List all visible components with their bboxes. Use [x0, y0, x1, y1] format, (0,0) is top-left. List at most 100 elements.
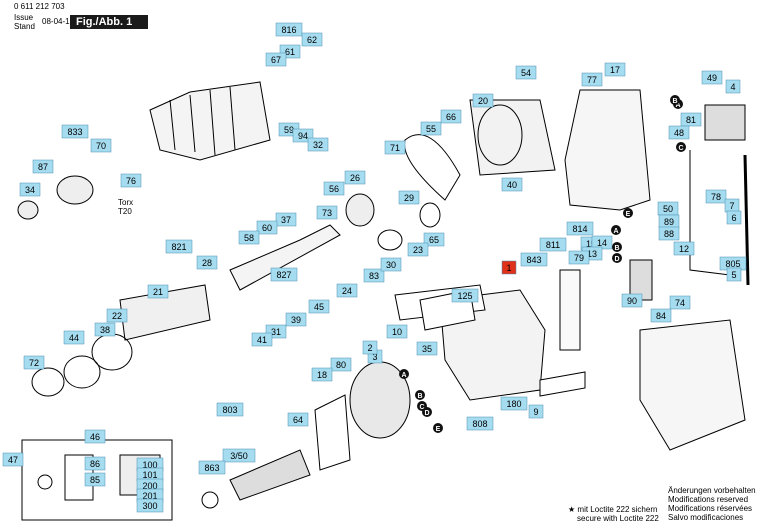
svg-text:863: 863: [204, 463, 219, 473]
svg-text:85: 85: [90, 475, 100, 485]
svg-text:50: 50: [663, 204, 673, 214]
marker-c-1: [676, 142, 686, 152]
svg-text:805: 805: [725, 259, 740, 269]
svg-text:14: 14: [597, 238, 607, 248]
part-label-12: 12: [673, 241, 695, 256]
svg-text:100: 100: [142, 460, 157, 470]
part-label-71: 71: [384, 140, 406, 155]
svg-text:5: 5: [731, 270, 736, 280]
part-label-62: 62: [301, 32, 323, 47]
part-label-300: 300: [136, 498, 164, 513]
part-label-47: 47: [2, 452, 24, 467]
part-number: 0 611 212 703: [14, 2, 65, 11]
part-label-18: 18: [311, 367, 333, 382]
svg-text:67: 67: [271, 55, 281, 65]
svg-text:79: 79: [574, 253, 584, 263]
part-label-85: 85: [84, 472, 106, 487]
part-label-2: 2: [362, 340, 378, 355]
part-label-816: 816: [275, 22, 303, 37]
part-label-60: 60: [256, 220, 278, 235]
stand-label: Stand: [14, 22, 35, 31]
svg-text:74: 74: [675, 298, 685, 308]
torx-size: T20: [118, 207, 132, 216]
loctite-note-de: ★ mit Loctite 222 sichern: [568, 505, 658, 514]
svg-text:62: 62: [307, 35, 317, 45]
armature-shape: [229, 449, 311, 501]
part-label-46: 46: [84, 429, 106, 444]
svg-text:18: 18: [317, 370, 327, 380]
svg-text:13: 13: [587, 249, 597, 259]
svg-text:816: 816: [281, 25, 296, 35]
part-label-86: 86: [84, 456, 106, 471]
issue-label: Issue: [14, 13, 34, 22]
tool-holder-shape: [56, 175, 94, 205]
marker-e-1: [623, 208, 633, 218]
svg-text:41: 41: [257, 335, 267, 345]
svg-text:827: 827: [276, 270, 291, 280]
svg-text:843: 843: [526, 255, 541, 265]
part-label-808: 808: [466, 416, 494, 431]
svg-text:58: 58: [244, 233, 254, 243]
part-label-84: 84: [650, 308, 672, 323]
part-label-44: 44: [63, 330, 85, 345]
svg-text:56: 56: [329, 184, 339, 194]
marker-c-text-1: C: [678, 145, 683, 152]
part-label-58: 58: [238, 230, 260, 245]
marker-a-text-2: A: [675, 102, 680, 109]
spindle-shape: [119, 284, 211, 341]
part-label-17: 17: [604, 62, 626, 77]
svg-text:7: 7: [729, 201, 734, 211]
marker-a-text-0: A: [401, 372, 406, 379]
svg-text:81: 81: [686, 115, 696, 125]
part-label-65: 65: [423, 232, 445, 247]
part-label-35: 35: [416, 341, 438, 356]
part-label-41: 41: [251, 332, 273, 347]
reserved-line-1: Änderungen vorbehalten: [668, 486, 756, 495]
marker-d-0: [422, 407, 432, 417]
svg-text:77: 77: [587, 75, 597, 85]
marker-d-text-0: D: [424, 410, 429, 417]
part-label-101: 101: [136, 467, 164, 482]
svg-text:24: 24: [342, 286, 352, 296]
part-label-78: 78: [705, 189, 727, 204]
svg-text:2: 2: [367, 343, 372, 353]
part-label-803: 803: [216, 402, 244, 417]
part-label-4: 4: [725, 79, 741, 94]
part-label-32: 32: [307, 137, 329, 152]
svg-text:64: 64: [293, 415, 303, 425]
part-label-29: 29: [398, 190, 420, 205]
part-label-24: 24: [336, 283, 358, 298]
svg-text:35: 35: [422, 344, 432, 354]
part-label-81: 81: [680, 112, 702, 127]
part-label-22: 22: [106, 308, 128, 323]
part-label-83: 83: [363, 268, 385, 283]
part-label-10: 10: [386, 324, 408, 339]
part-label-9: 9: [528, 404, 544, 419]
svg-text:45: 45: [314, 302, 324, 312]
part-label-863: 863: [198, 460, 226, 475]
svg-text:39: 39: [291, 315, 301, 325]
svg-text:40: 40: [507, 180, 517, 190]
part-label-88: 88: [658, 226, 680, 241]
part-label-54: 54: [515, 65, 537, 80]
svg-text:3: 3: [372, 352, 377, 362]
intermediate-flange-shape: [469, 99, 556, 176]
loctite-de-text: mit Loctite 222 sichern: [577, 505, 658, 514]
part-label-26: 26: [344, 170, 366, 185]
svg-text:86: 86: [90, 459, 100, 469]
svg-text:6: 6: [731, 213, 736, 223]
part-label-20: 20: [472, 93, 494, 108]
svg-text:89: 89: [664, 217, 674, 227]
part-label-814: 814: [566, 221, 594, 236]
marker-b-text-2: B: [614, 245, 619, 252]
svg-text:4: 4: [730, 82, 735, 92]
marker-e-text-1: E: [626, 211, 631, 218]
svg-text:17: 17: [610, 65, 620, 75]
marker-b-2: [612, 242, 622, 252]
svg-text:32: 32: [313, 140, 323, 150]
part-label-74: 74: [669, 295, 691, 310]
marker-d-text-1: D: [614, 256, 619, 263]
svg-text:28: 28: [202, 258, 212, 268]
svg-text:83: 83: [369, 271, 379, 281]
